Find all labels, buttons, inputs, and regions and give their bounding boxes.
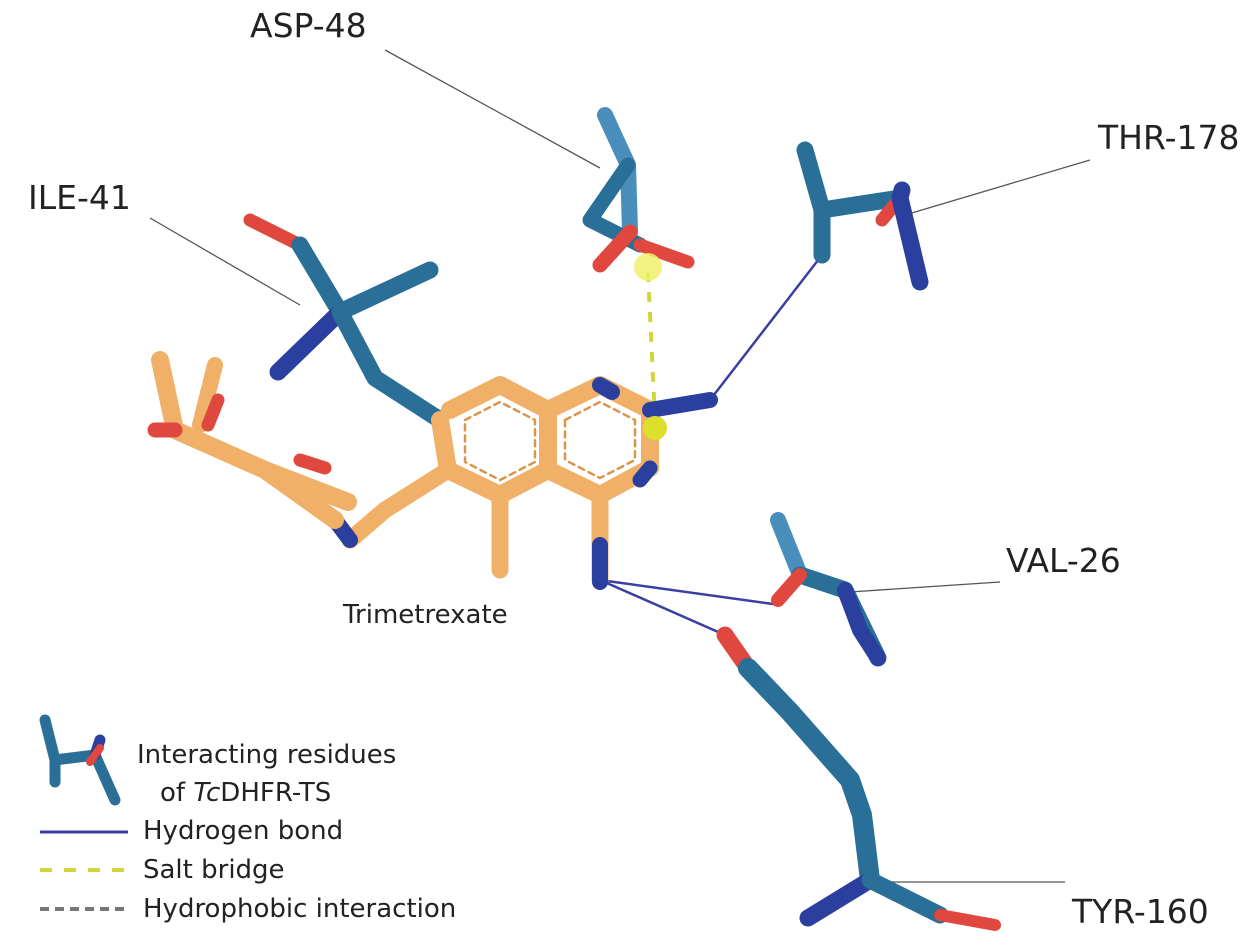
leader-asp48	[384, 49, 601, 169]
legend-salt-bridge-label: Salt bridge	[143, 855, 285, 885]
label-ile41: ILE-41	[28, 178, 131, 217]
residue-ile41	[243, 213, 449, 429]
salt-bridge-asp48	[646, 271, 657, 421]
hbond-tyr160	[599, 578, 726, 637]
legend-residues-line2: of TcDHFR-TS	[160, 778, 331, 808]
residue-val26	[770, 512, 887, 667]
residue-asp48	[582, 107, 695, 273]
hbond-val26	[599, 578, 781, 607]
legend-residues-suffix: DHFR-TS	[220, 778, 332, 808]
label-trimetrexate: Trimetrexate	[343, 600, 508, 630]
residues	[243, 107, 1001, 931]
legend-residues-line1: Interacting residues	[137, 740, 397, 770]
legend-residues-italic: Tc	[193, 778, 221, 808]
leader-val26	[849, 581, 1001, 593]
ligand-trimetrexate	[147, 351, 718, 590]
salt-bridge-sphere-asp48	[634, 253, 662, 281]
legend-residue-icon	[39, 714, 121, 806]
label-tyr160: TYR-160	[1072, 892, 1209, 931]
leader-ile41	[149, 217, 301, 306]
salt-bridge-sphere-ligand	[643, 416, 667, 440]
leader-thr178	[904, 159, 1091, 216]
leader-lines	[149, 49, 1091, 883]
legend-hydrophobic-label: Hydrophobic interaction	[143, 894, 457, 924]
label-val26: VAL-26	[1006, 541, 1121, 580]
interactions	[438, 254, 823, 637]
residue-thr178	[796, 141, 929, 291]
label-thr178: THR-178	[1098, 118, 1240, 157]
legend-residues-prefix: of	[160, 778, 194, 808]
residue-tyr160	[716, 626, 1001, 931]
hbond-thr178	[709, 254, 823, 401]
label-asp48: ASP-48	[250, 6, 367, 45]
legend-hbond-label: Hydrogen bond	[143, 816, 344, 846]
legend-glyphs	[39, 714, 128, 911]
